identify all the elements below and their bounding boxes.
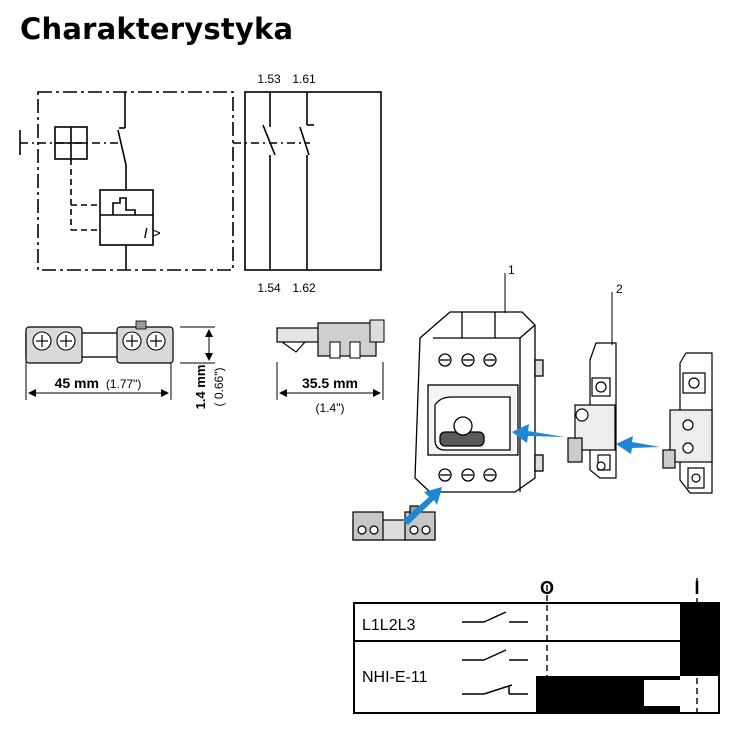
- width-dimension-35-5mm: [276, 362, 384, 400]
- trip-symbol-label: I >: [143, 225, 160, 242]
- arrow-aux2-to-aux1: [616, 436, 660, 454]
- callout-1: 1: [508, 263, 515, 277]
- busbar-top-view: [25, 320, 174, 364]
- bar-l1l2l3-on: [680, 603, 719, 641]
- busbar-illustration: [352, 505, 436, 541]
- auxiliary-contact-illustration-large: [662, 352, 713, 494]
- bar-nhi-no-on: [680, 641, 719, 676]
- busbar-side-view: [276, 319, 385, 359]
- contact-label-1-61: 1.61: [292, 72, 316, 86]
- arrow-aux-to-breaker: [512, 424, 565, 443]
- dimension-width-35-5-inches: (1.4"): [316, 401, 345, 415]
- breaker-schematic: [19, 91, 382, 271]
- row-label-l1l2l3: L1L2L3: [362, 617, 415, 634]
- callout-leaders: [504, 273, 613, 345]
- auxiliary-contact-illustration-small: [567, 342, 617, 479]
- dimension-width-45: 45 mm (1.77"): [55, 375, 142, 391]
- contact-label-1-53: 1.53: [257, 72, 281, 86]
- arrow-busbar-to-breaker: [403, 487, 442, 525]
- width-dimension-45mm: [25, 362, 172, 400]
- position-on-label: I: [694, 578, 699, 598]
- row-label-nhi-e-11: NHI-E-11: [362, 669, 428, 686]
- position-off-label: O: [540, 578, 554, 598]
- page-title: Charakterystyka: [20, 12, 294, 46]
- callout-2: 2: [616, 282, 623, 296]
- dimension-height-inches: ( 0.66"): [212, 368, 226, 407]
- height-dimension-1-4mm: [180, 326, 215, 364]
- dimension-width-35-5: 35.5 mm: [302, 375, 358, 391]
- switch-position-chart: [350, 565, 720, 714]
- motor-protective-breaker-illustration: [414, 311, 544, 493]
- contact-label-1-62: 1.62: [292, 281, 316, 295]
- assembly-arrows: [403, 424, 660, 525]
- contact-label-1-54: 1.54: [257, 281, 281, 295]
- dimension-height-1-4: 1.4 mm: [193, 365, 208, 410]
